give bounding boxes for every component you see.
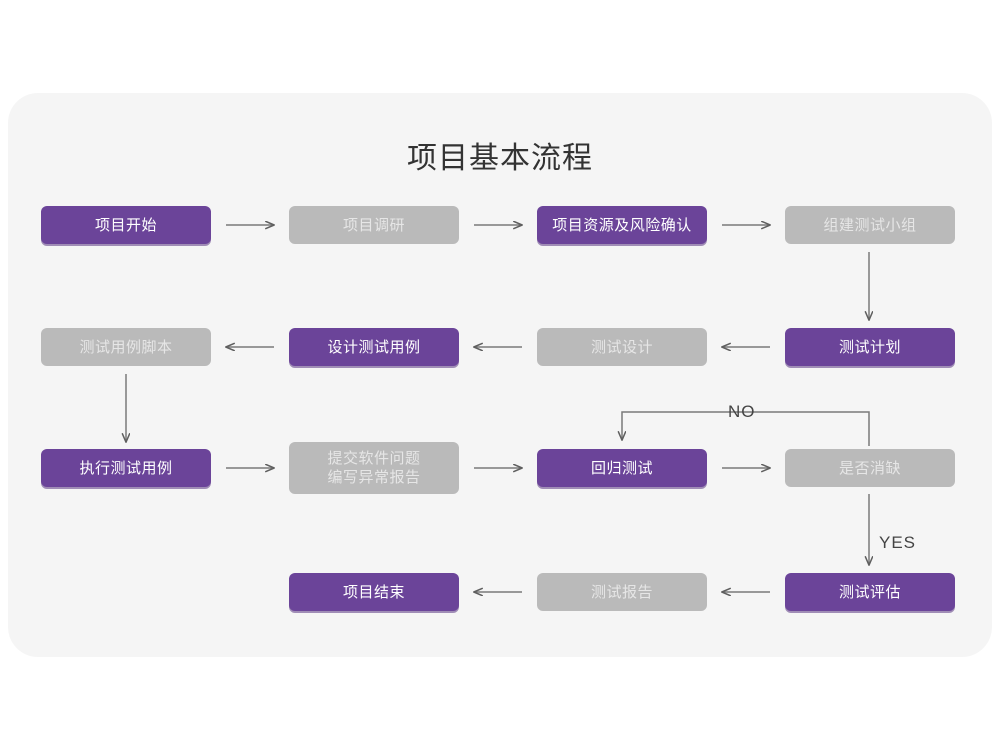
node-label-line1: 提交软件问题 bbox=[327, 450, 421, 467]
node-test-evaluation[interactable]: 测试评估 bbox=[785, 573, 955, 611]
node-design-test-case[interactable]: 设计测试用例 bbox=[289, 328, 459, 366]
node-label: 项目调研 bbox=[342, 216, 405, 234]
branch-label-yes: YES bbox=[879, 533, 917, 552]
node-label: 执行测试用例 bbox=[79, 459, 173, 477]
node-test-case-script[interactable]: 测试用例脚本 bbox=[41, 328, 211, 366]
diagram-panel bbox=[8, 93, 992, 657]
node-label: 是否消缺 bbox=[838, 459, 901, 477]
node-label: 测试评估 bbox=[838, 583, 901, 601]
node-project-start[interactable]: 项目开始 bbox=[41, 206, 211, 244]
node-label: 设计测试用例 bbox=[327, 338, 421, 356]
node-test-report[interactable]: 测试报告 bbox=[537, 573, 707, 611]
node-project-end[interactable]: 项目结束 bbox=[289, 573, 459, 611]
node-project-research[interactable]: 项目调研 bbox=[289, 206, 459, 244]
node-build-test-team[interactable]: 组建测试小组 bbox=[785, 206, 955, 244]
node-resource-risk-confirm[interactable]: 项目资源及风险确认 bbox=[537, 206, 707, 244]
node-label: 回归测试 bbox=[590, 459, 653, 477]
branch-label-no: NO bbox=[728, 402, 756, 421]
node-label: 测试设计 bbox=[590, 338, 653, 356]
node-label: 项目开始 bbox=[94, 216, 157, 234]
node-regression-test[interactable]: 回归测试 bbox=[537, 449, 707, 487]
node-label: 测试报告 bbox=[590, 583, 653, 601]
node-defect-cleared-decision[interactable]: 是否消缺 bbox=[785, 449, 955, 487]
node-label: 组建测试小组 bbox=[823, 216, 917, 234]
node-test-plan[interactable]: 测试计划 bbox=[785, 328, 955, 366]
node-label: 测试用例脚本 bbox=[79, 338, 173, 356]
node-submit-defect-report[interactable]: 提交软件问题 编写异常报告 bbox=[289, 442, 459, 494]
node-execute-test-case[interactable]: 执行测试用例 bbox=[41, 449, 211, 487]
node-label-line2: 编写异常报告 bbox=[327, 469, 421, 486]
node-label: 项目资源及风险确认 bbox=[552, 216, 692, 234]
node-label: 项目结束 bbox=[342, 583, 405, 601]
node-label: 测试计划 bbox=[838, 338, 901, 356]
diagram-title: 项目基本流程 bbox=[407, 142, 593, 175]
node-test-design[interactable]: 测试设计 bbox=[537, 328, 707, 366]
